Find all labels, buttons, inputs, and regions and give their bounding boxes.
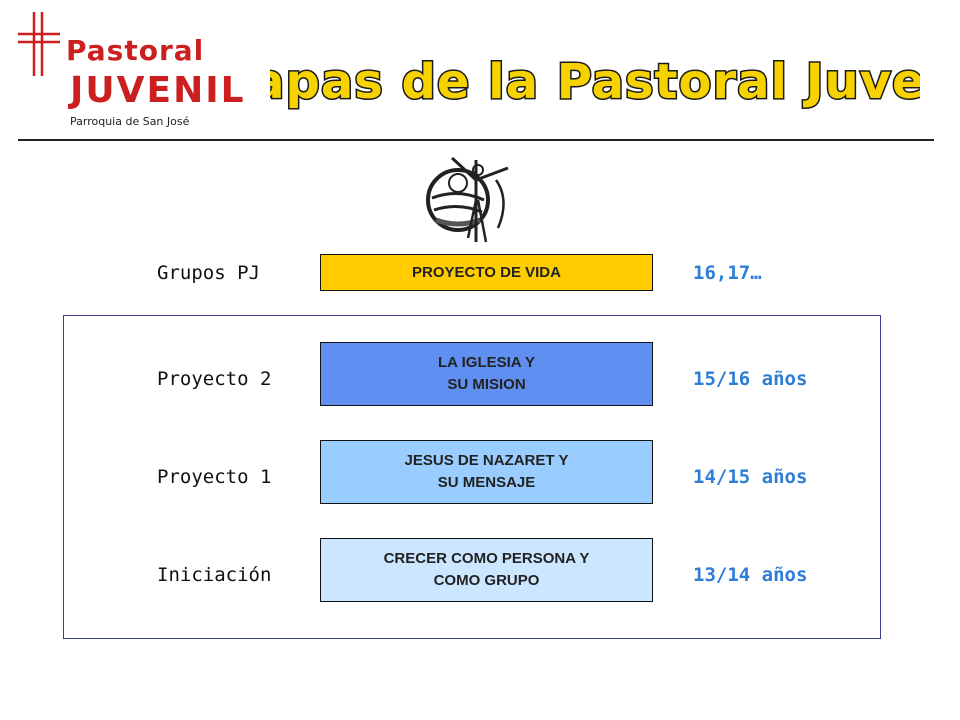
stage-label-proyecto-1: Proyecto 1 (157, 466, 272, 488)
pastoral-juvenil-logo: Pastoral JUVENIL Parroquia de San José (14, 12, 244, 134)
logo-subtitle: Parroquia de San José (70, 115, 190, 128)
risen-christ-emblem-icon (426, 156, 509, 243)
page-title-text: Etapas de la Pastoral Juvenil (270, 54, 920, 110)
header-divider (18, 139, 934, 141)
cross-icon (18, 12, 60, 76)
stage-box-line: PROYECTO DE VIDA (412, 263, 561, 281)
stage-box-proyecto-de-vida: PROYECTO DE VIDA (320, 254, 653, 291)
stage-age-grupos-pj: 16,17… (693, 262, 762, 284)
stage-age-proyecto-1: 14/15 años (693, 466, 808, 488)
stage-label-proyecto-2: Proyecto 2 (157, 368, 272, 390)
stage-label-grupos-pj: Grupos PJ (157, 262, 260, 284)
stage-box-line: SU MENSAJE (437, 474, 536, 491)
stages-frame (63, 315, 881, 639)
stage-box-line: CRECER COMO PERSONA Y (383, 550, 590, 567)
stage-label-iniciacion: Iniciación (157, 564, 272, 586)
stage-box-crecer-como-persona: CRECER COMO PERSONA Y COMO GRUPO (320, 538, 653, 602)
stage-box-la-iglesia: LA IGLESIA Y SU MISION (320, 342, 653, 406)
stage-box-jesus-de-nazaret: JESUS DE NAZARET Y SU MENSAJE (320, 440, 653, 504)
stage-box-line: SU MISION (447, 376, 526, 393)
stage-age-proyecto-2: 15/16 años (693, 368, 808, 390)
stage-age-iniciacion: 13/14 años (693, 564, 808, 586)
page-title: Etapas de la Pastoral Juvenil (270, 53, 920, 112)
stage-box-line: JESUS DE NAZARET Y (404, 452, 569, 469)
logo-word-juvenil: JUVENIL (70, 70, 246, 111)
stage-box-line: COMO GRUPO (433, 572, 540, 589)
logo-word-pastoral: Pastoral (66, 34, 205, 67)
stage-box-line: LA IGLESIA Y (438, 354, 535, 371)
